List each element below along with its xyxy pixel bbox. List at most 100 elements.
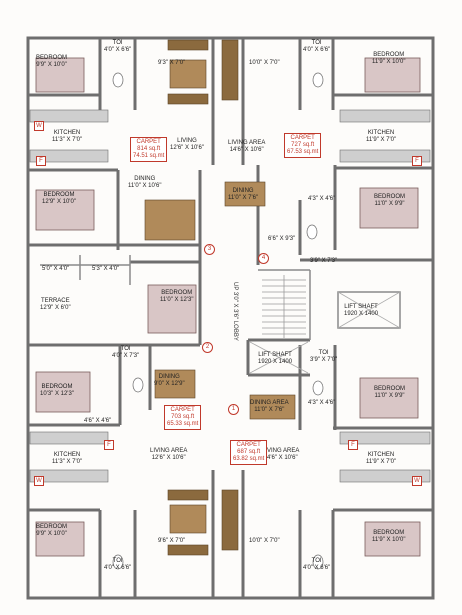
room-size: 12'6" X 10'6" bbox=[151, 455, 186, 461]
carpet-sqft: 703 sq.ft bbox=[171, 414, 195, 420]
fridge-tag: F bbox=[36, 156, 46, 166]
room-passage-size: 6'6" X 9'3" bbox=[268, 236, 295, 243]
room-name: LIVING bbox=[177, 138, 197, 144]
room-toilet-size-bottom-right: 4'3" X 4'6" bbox=[308, 400, 335, 407]
room-name: BEDROOM bbox=[41, 384, 73, 390]
room-name: TERRACE bbox=[40, 298, 70, 304]
room-toilet-size-top-right: 4'3" X 4'6" bbox=[308, 196, 335, 203]
flat-number-2: 2 bbox=[202, 342, 213, 353]
room-name: TOI bbox=[311, 40, 322, 46]
beds bbox=[35, 57, 421, 557]
room-size: 11'0" X 7'6" bbox=[228, 195, 259, 201]
room-size: 4'0" X 6'6" bbox=[303, 47, 331, 53]
walls bbox=[26, 36, 435, 600]
room-size: 10'0" X 7'0" bbox=[249, 60, 280, 66]
room-name: BEDROOM bbox=[373, 530, 405, 536]
toilets bbox=[112, 72, 324, 570]
flat-number-1: 1 bbox=[228, 404, 239, 415]
room-size: 11'9" X 10'0" bbox=[372, 537, 406, 543]
room-name: KITCHEN bbox=[53, 452, 81, 458]
carpet-label: CARPET bbox=[290, 135, 315, 141]
room-name: BEDROOM bbox=[43, 192, 75, 198]
room-name: LIVING AREA bbox=[228, 140, 266, 146]
room-name: KITCHEN bbox=[367, 452, 395, 458]
washer-tag: W bbox=[412, 476, 422, 486]
fridge-tag: F bbox=[348, 440, 358, 450]
room-name: LIFT SHAFT bbox=[258, 352, 292, 358]
room-size: 11'0" X 12'3" bbox=[160, 297, 194, 303]
carpet-sqft: 687 sq.ft bbox=[237, 449, 261, 455]
fridge-tag: F bbox=[412, 156, 422, 166]
room-size: 9'9" X 10'0" bbox=[36, 531, 67, 537]
flat-number-4: 4 bbox=[258, 253, 269, 264]
carpet-sqm: 63.82 sq.mt bbox=[233, 456, 265, 462]
room-size: 1920 X 1400 bbox=[258, 359, 293, 365]
room-name: BEDROOM bbox=[161, 290, 193, 296]
washer-tag: W bbox=[34, 121, 44, 131]
carpet-sqm: 65.33 sq.mt bbox=[167, 421, 199, 427]
room-toilet-size-b: 5'3" X 4'0" bbox=[92, 266, 119, 273]
lobby-name: LOBBY bbox=[232, 320, 238, 341]
fridge-tag: F bbox=[104, 440, 114, 450]
partitions bbox=[40, 255, 401, 340]
room-passage-size-2: 3'9" X 7'3" bbox=[310, 258, 337, 265]
carpet-label: CARPET bbox=[236, 442, 261, 448]
room-name: BEDROOM bbox=[36, 524, 68, 530]
room-size: 11'0" X 9'9" bbox=[374, 393, 405, 399]
carpet-sqft: 814 sq.ft bbox=[137, 146, 161, 152]
room-living-size-bottom-left: 9'6" X 7'0" bbox=[158, 538, 185, 545]
room-size: 4'3" X 4'6" bbox=[308, 196, 336, 202]
room-size: 4'0" X 6'6" bbox=[104, 47, 132, 53]
carpet-sqft: 727 sq.ft bbox=[291, 142, 315, 148]
room-size: 14'6" X 10'6" bbox=[229, 147, 264, 153]
lift-shafts bbox=[249, 291, 401, 374]
room-size: 9'9" X 10'0" bbox=[36, 62, 67, 68]
room-size: 11'0" X 9'9" bbox=[374, 201, 405, 207]
room-size: 12'6" X 10'6" bbox=[170, 145, 204, 151]
room-name: BEDROOM bbox=[374, 194, 406, 200]
room-size: 11'3" X 7'0" bbox=[52, 459, 83, 465]
room-name: BEDROOM bbox=[373, 52, 405, 58]
room-size: 14'6" X 10'6" bbox=[263, 455, 298, 461]
carpet-label: CARPET bbox=[170, 407, 195, 413]
room-size: 9'6" X 7'0" bbox=[158, 538, 186, 544]
room-name: TOI bbox=[311, 558, 322, 564]
room-size: 5'3" X 4'0" bbox=[92, 266, 120, 272]
room-size: 4'3" X 4'6" bbox=[308, 400, 336, 406]
room-size: 10'3" X 12'3" bbox=[40, 391, 74, 397]
room-size: 12'9" X 10'0" bbox=[42, 199, 76, 205]
room-name: TOI bbox=[318, 350, 329, 356]
room-size: 4'0" X 6'6" bbox=[303, 565, 331, 571]
room-size: 5'0" X 4'0" bbox=[42, 266, 70, 272]
room-name: DINING AREA bbox=[250, 400, 289, 406]
room-name: LIFT SHAFT bbox=[344, 304, 378, 310]
room-name: BEDROOM bbox=[36, 55, 68, 61]
room-size: 9'3" X 7'0" bbox=[158, 60, 186, 66]
room-name: DINING bbox=[134, 176, 156, 182]
